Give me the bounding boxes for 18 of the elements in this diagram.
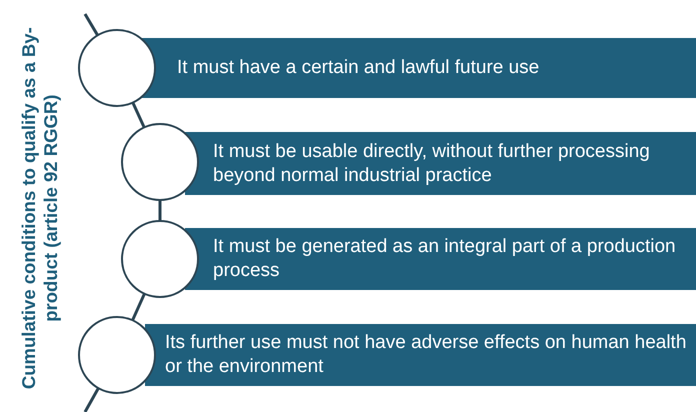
connector-line: [158, 200, 162, 221]
condition-bar: [145, 324, 696, 386]
empty-circle: [77, 28, 157, 108]
empty-circle: [77, 315, 157, 395]
empty-circle: [120, 219, 200, 299]
condition-bar: [185, 132, 696, 195]
condition-bar: [185, 228, 696, 290]
empty-circle: [120, 122, 200, 202]
condition-bar: [140, 38, 696, 98]
connector-line: [131, 293, 146, 321]
connector-line: [84, 387, 100, 412]
condition-text: Its further use must not have adverse effects on human health or the environment: [165, 331, 688, 379]
condition-text: It must have a certain and lawful future use: [177, 56, 540, 80]
vertical-title: Cumulative conditions to qualify as a By-product (article 92 RGGR): [18, 26, 62, 392]
connector-line: [131, 102, 146, 128]
condition-text: It must be generated as an integral part of a production process: [213, 235, 677, 283]
condition-text: It must be usable directly, without further processing beyond normal industrial practice: [213, 140, 651, 188]
connector-line: [84, 13, 99, 36]
